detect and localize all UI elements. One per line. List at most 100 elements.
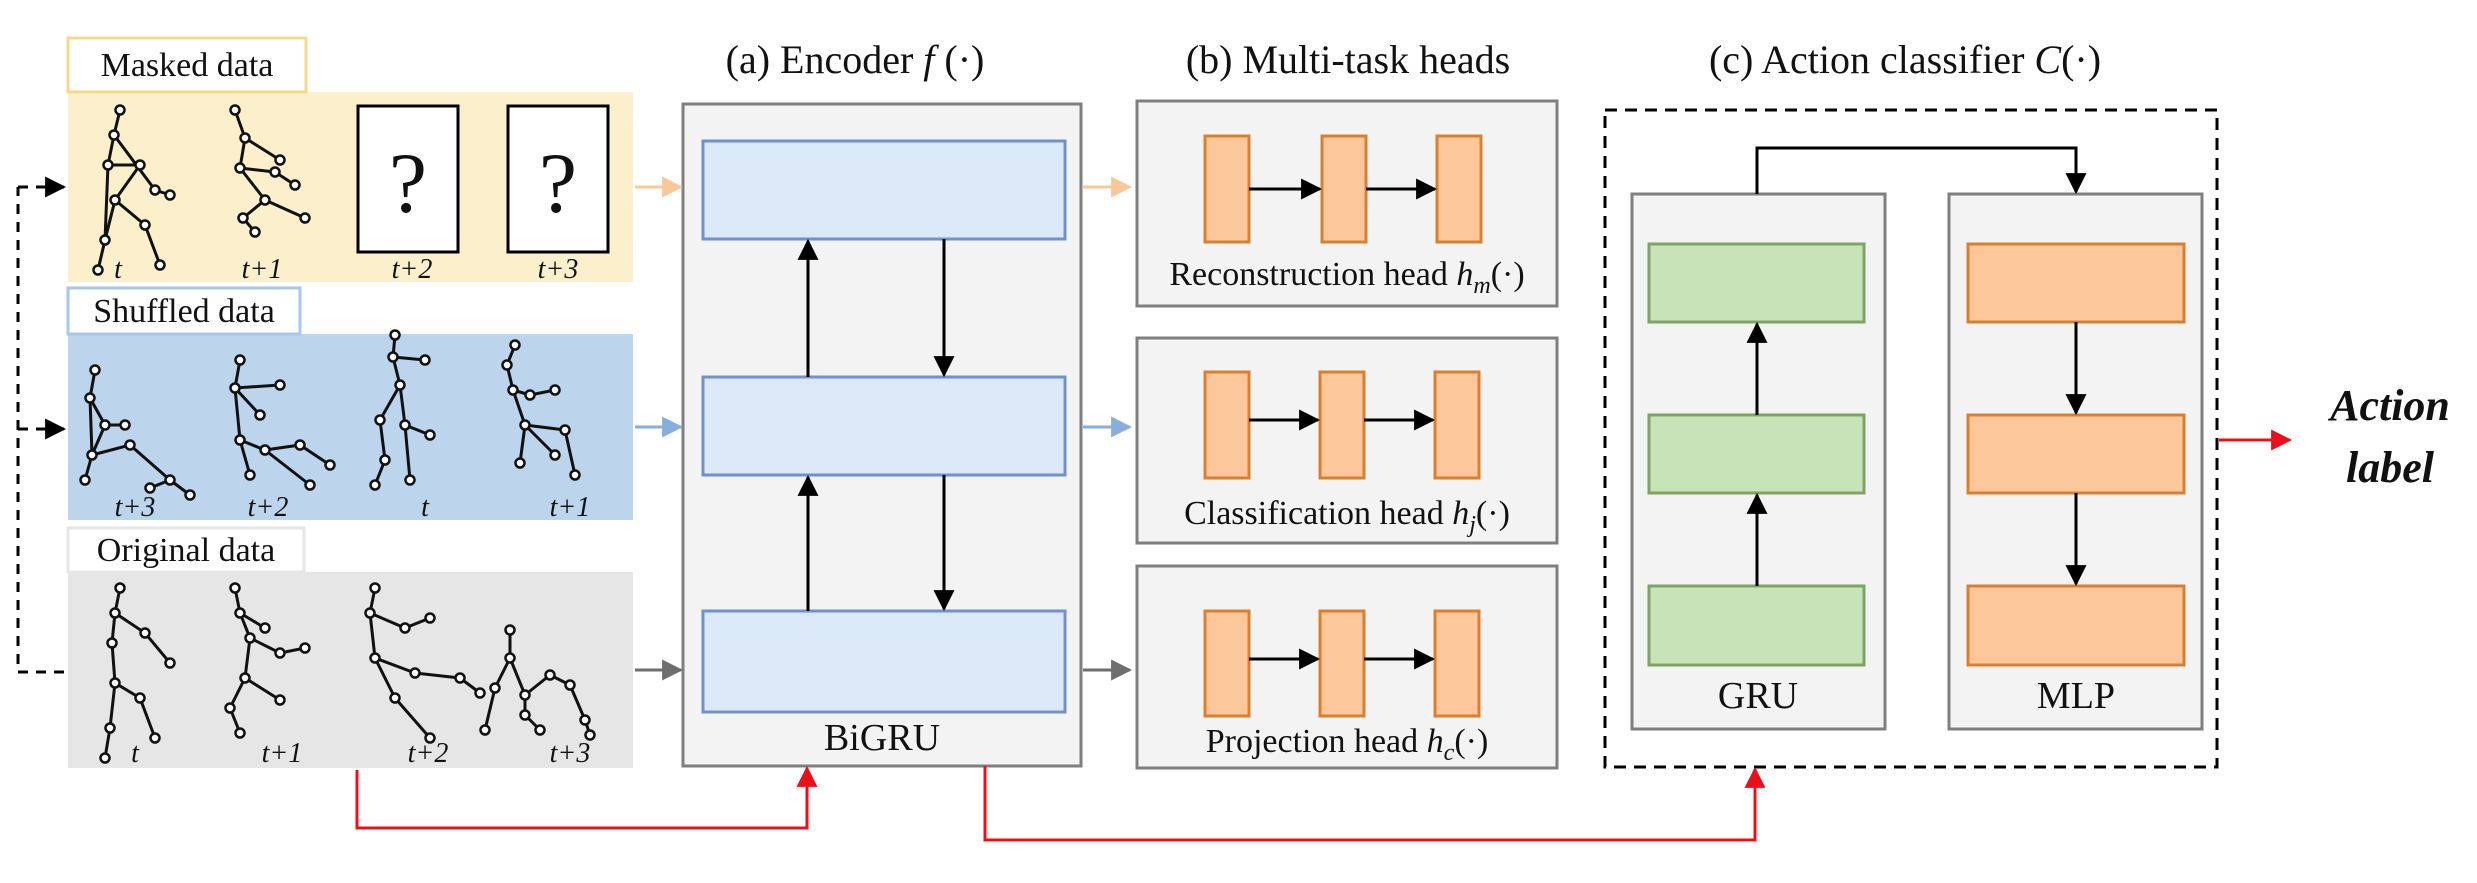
- projection-head-label: Projection head hc(·): [1206, 723, 1489, 766]
- skeleton-joint: [419, 354, 431, 366]
- masked-data-tag: Masked data: [101, 47, 274, 84]
- skeleton-bone: [238, 167, 267, 201]
- skeleton-joint: [474, 687, 486, 699]
- skeleton-joint: [234, 727, 246, 739]
- shuffled-data-tag-box: [66, 286, 302, 336]
- skeleton-joint: [507, 384, 519, 396]
- masked-skeleton-t: [92, 104, 176, 276]
- skeleton-joint: [364, 607, 376, 619]
- skeleton-joint: [99, 419, 111, 431]
- skeleton-bone: [368, 612, 377, 659]
- skeleton-joint: [139, 627, 151, 639]
- masked-skeleton-t1: [229, 104, 311, 238]
- skeleton-bone: [110, 642, 117, 684]
- shuffled-frame-label-2: t+2: [248, 492, 289, 523]
- skeleton-joint: [259, 194, 271, 206]
- skeleton-bone: [563, 429, 577, 476]
- skeleton-joint: [549, 449, 561, 461]
- skeleton-bone: [108, 682, 117, 729]
- skeleton-bone: [378, 384, 402, 421]
- skeleton-joint: [184, 489, 196, 501]
- skeleton-joint: [144, 482, 156, 494]
- skeleton-joint: [229, 582, 241, 594]
- skeleton-bone: [398, 384, 407, 426]
- skeleton-bone: [238, 439, 252, 476]
- skeleton-joint: [519, 419, 531, 431]
- original-frame-label-3: t+2: [408, 738, 449, 769]
- skeleton-joint: [549, 384, 561, 396]
- skeleton-joint: [299, 642, 311, 654]
- skeleton-joint: [399, 419, 411, 431]
- skeleton-joint: [109, 194, 121, 206]
- skeleton-joint: [234, 434, 246, 446]
- encoder-title: (a) Encoder f (·): [726, 37, 985, 82]
- skeleton-bone: [114, 198, 146, 227]
- masked-frame-box-2: [506, 104, 610, 254]
- masked-frame-label-2: t+1: [242, 254, 283, 285]
- original-frame-label-1: t: [131, 738, 140, 769]
- skeleton-joint: [104, 722, 116, 734]
- skeleton-joint: [454, 672, 466, 684]
- skeleton-joint: [106, 637, 118, 649]
- mlp-label: MLP: [2037, 675, 2115, 717]
- skeleton-bone: [233, 387, 242, 441]
- skeleton-joint: [387, 351, 399, 363]
- masked-frame-label-1: t: [114, 254, 123, 285]
- masked-frame-label-3: t+2: [392, 254, 433, 285]
- mlp-block-top: [1966, 242, 2186, 324]
- skeleton-joint: [274, 694, 286, 706]
- skeleton-bone: [91, 443, 131, 457]
- skeleton-joint: [584, 729, 596, 741]
- classifier-section: (c) Action classifier C(·) GRU MLP: [1603, 37, 2219, 769]
- mlp-block-middle: [1966, 413, 2186, 495]
- original-skeleton-t1: [224, 582, 311, 739]
- skeleton-joint: [519, 709, 531, 721]
- input-dashed-bracket: [16, 176, 67, 674]
- mask-question-2: ?: [539, 135, 577, 231]
- encoder-block-top: [701, 139, 1067, 241]
- encoder-section: (a) Encoder f (·) BiGRU: [681, 37, 1083, 768]
- skeleton-bone: [373, 657, 397, 699]
- skeleton-bone: [374, 656, 416, 675]
- skeleton-joint: [424, 429, 436, 441]
- skeleton-bone: [393, 697, 432, 739]
- shuffled-data-tag: Shuffled data: [93, 293, 275, 330]
- skeleton-joint: [369, 652, 381, 664]
- skeleton-joint: [84, 392, 96, 404]
- skeleton-joint: [369, 479, 381, 491]
- skeleton-bone: [244, 676, 281, 702]
- original-data-tag: Original data: [97, 532, 275, 569]
- skeleton-bone: [138, 697, 157, 739]
- classification-head: Classification head hj(·): [1135, 336, 1559, 545]
- mlp-block-bottom: [1966, 584, 2186, 667]
- reconstruction-block-1: [1203, 134, 1251, 244]
- projection-block-3: [1433, 609, 1481, 718]
- skeleton-bone: [378, 419, 387, 461]
- skeleton-bone: [414, 671, 461, 680]
- skeleton-joint: [164, 474, 176, 486]
- skeleton-bone: [243, 637, 252, 679]
- encoder-block-middle: [701, 375, 1067, 477]
- skeleton-joint: [559, 424, 571, 436]
- skeleton-bone: [143, 224, 162, 266]
- shuffled-skeleton-1: [79, 364, 196, 501]
- skeleton-joint: [404, 474, 416, 486]
- skeleton-bone: [103, 164, 110, 241]
- masked-frame-label-4: t+3: [538, 254, 579, 285]
- heads-section: (b) Multi-task heads Reconstruction head…: [1135, 37, 1559, 770]
- skeleton-joint: [369, 582, 381, 594]
- original-skeleton-t: [99, 582, 176, 764]
- skeleton-joint: [524, 389, 536, 401]
- skeleton-joint: [479, 724, 491, 736]
- reconstruction-head-label: Reconstruction head hm(·): [1169, 256, 1524, 299]
- shuffled-frame-label-3: t: [421, 492, 430, 523]
- skeleton-joint: [109, 677, 121, 689]
- classification-head-label: Classification head hj(·): [1184, 495, 1510, 538]
- skeleton-joint: [379, 454, 391, 466]
- skeleton-bone: [114, 611, 146, 635]
- skeleton-joint: [254, 409, 266, 421]
- reconstruction-block-3: [1435, 134, 1483, 244]
- skeleton-joint: [514, 457, 526, 469]
- skeleton-joint: [92, 264, 104, 276]
